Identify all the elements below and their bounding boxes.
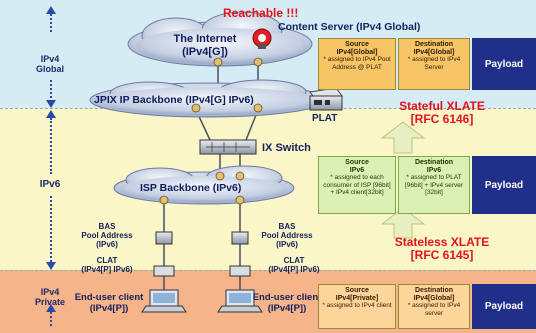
bottom-destination-subtitle: IPv4[Global] — [413, 294, 455, 302]
ix-switch-icon — [199, 139, 257, 155]
zone-arrow-line — [50, 196, 52, 262]
arrow-up-icon — [46, 110, 56, 118]
reachable-label: Reachable !!! — [223, 6, 299, 20]
stateless-xlate-title: Stateless XLATE — [394, 235, 490, 249]
jpix-backbone-cloud — [89, 79, 327, 118]
clat-device-icon — [153, 265, 251, 277]
bottom-destination-field: Destination IPv4[Global] * assigned to I… — [398, 284, 470, 329]
middle-destination-field: Destination IPv6 * assigned to PLAT [96b… — [398, 156, 470, 214]
middle-destination-subtitle: IPv6 — [426, 166, 442, 174]
bottom-source-field: Source IPv4[Private] * assigned to IPv4 … — [318, 284, 396, 329]
top-source-field: Source IPv4[Global] * assigned to IPv4 P… — [318, 38, 396, 90]
plat-device-icon — [309, 87, 343, 111]
clat-right-label: CLAT (IPv4[P] IPv6) — [268, 256, 320, 274]
clat-left-label: CLAT (IPv4[P] IPv6) — [81, 256, 133, 274]
zone-divider — [0, 270, 536, 271]
bottom-source-title: Source — [345, 287, 369, 294]
bottom-payload-field: Payload — [472, 284, 536, 329]
bas-device-icon — [155, 231, 249, 245]
zone-arrow-line — [50, 14, 52, 32]
bottom-destination-title: Destination — [414, 287, 454, 294]
stateless-xlate-label: Stateless XLATE [RFC 6145] — [372, 236, 512, 262]
bas-right-label: BAS Pool Address (IPv6) — [261, 222, 313, 249]
middle-source-title: Source — [345, 159, 369, 166]
stateful-xlate-label: Stateful XLATE [RFC 6146] — [372, 100, 512, 126]
stateless-xlate-rfc: [RFC 6145] — [410, 248, 474, 262]
top-destination-note: * assigned to IPv4 Server — [407, 56, 461, 71]
top-destination-subtitle: IPv4[Global] — [413, 48, 455, 56]
flow-arrow-icon — [380, 121, 426, 239]
middle-source-note: * assigned to each consumer of ISP [96bi… — [323, 174, 391, 196]
arrow-down-icon — [46, 262, 56, 270]
isp-backbone-cloud — [113, 165, 295, 205]
jpix-backbone-label: JPIX IP Backbone (IPv4[G] IPv6) — [94, 94, 254, 106]
zone-label-ipv6: IPv6 — [39, 179, 61, 190]
isp-backbone-label: ISP Backbone (IPv6) — [140, 182, 242, 194]
top-destination-title: Destination — [414, 41, 454, 48]
zone-arrow-line — [50, 80, 52, 102]
zone-label-private: IPv4 Private — [34, 287, 66, 307]
top-payload-field: Payload — [472, 38, 536, 90]
internet-label-line2: (IPv4[G]) — [182, 46, 228, 58]
middle-payload-field: Payload — [472, 156, 536, 214]
bottom-destination-note: * assigned to IPv4 server — [407, 302, 461, 317]
zone-label-global: IPv4 Global — [35, 54, 64, 74]
middle-source-field: Source IPv6 * assigned to each consumer … — [318, 156, 396, 214]
zone-arrow-line — [50, 118, 52, 174]
middle-destination-note: * assigned to PLAT [96bit] + IPv4 server… — [405, 174, 463, 196]
zone-arrow-line — [50, 312, 52, 326]
content-server-label: Content Server (IPv4 Global) — [278, 21, 421, 33]
ix-switch-label: IX Switch — [262, 142, 311, 154]
laptop-icon — [141, 289, 263, 313]
server-icon — [252, 28, 272, 49]
stateful-xlate-rfc: [RFC 6146] — [410, 112, 474, 126]
arrow-up-icon — [46, 304, 56, 312]
end-user-client-right-label: End-user client (IPv4[P]) — [252, 292, 322, 314]
internet-label-line1: The Internet — [173, 33, 237, 45]
bottom-source-note: * assigned to IPv4 client — [322, 302, 392, 309]
top-source-subtitle: IPv4[Global] — [336, 48, 378, 56]
bas-left-label: BAS Pool Address (IPv6) — [81, 222, 133, 249]
top-source-note: * assigned to IPv4 Pool Address @ PLAT — [323, 56, 391, 71]
router-icons — [159, 57, 263, 205]
arrow-up-icon — [46, 6, 56, 14]
middle-destination-title: Destination — [414, 159, 454, 166]
top-source-title: Source — [345, 41, 369, 48]
plat-label: PLAT — [312, 113, 338, 124]
arrow-down-icon — [46, 100, 56, 108]
stateful-xlate-title: Stateful XLATE — [399, 99, 485, 113]
middle-source-subtitle: IPv6 — [349, 166, 365, 174]
internet-label: The Internet (IPv4[G]) — [160, 33, 250, 59]
bottom-source-subtitle: IPv4[Private] — [335, 294, 379, 302]
top-destination-field: Destination IPv4[Global] * assigned to I… — [398, 38, 470, 90]
end-user-client-left-label: End-user client (IPv4[P]) — [74, 292, 144, 314]
